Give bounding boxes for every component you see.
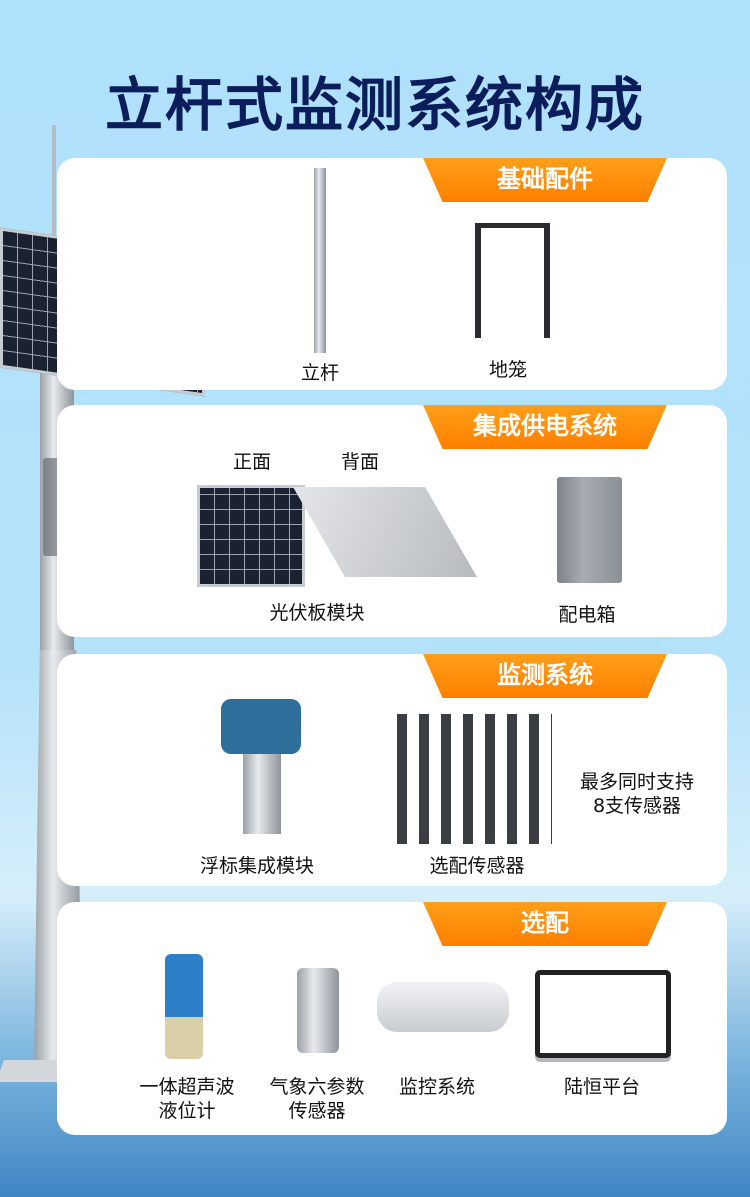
item-label: 气象六参数 bbox=[269, 1076, 365, 1098]
ground-cage-image bbox=[475, 223, 550, 338]
sensor-note-line1: 最多同时支持 bbox=[579, 771, 694, 793]
item-label: 液位计 bbox=[158, 1100, 216, 1122]
section-tab: 集成供电系统 bbox=[423, 405, 667, 449]
sensors-image bbox=[397, 714, 552, 844]
item-label: 陆恒平台 bbox=[563, 1076, 640, 1098]
item-label: 选配传感器 bbox=[429, 855, 525, 877]
item-label: 配电箱 bbox=[558, 604, 616, 626]
ultrasonic-level-meter-image bbox=[165, 954, 203, 1059]
section-basic-parts: 基础配件 立杆 地笼 bbox=[57, 158, 727, 390]
item-label: 浮标集成模块 bbox=[199, 855, 314, 877]
laptop-platform-image bbox=[535, 970, 671, 1058]
item-label: 立杆 bbox=[300, 362, 339, 384]
item-label: 传感器 bbox=[288, 1100, 346, 1122]
page-title: 立杆式监测系统构成 bbox=[104, 71, 645, 139]
distribution-box-image bbox=[557, 477, 622, 583]
solar-panel-back-image bbox=[293, 487, 477, 577]
weather-sensor-image bbox=[297, 968, 339, 1053]
buoy-probe-image bbox=[243, 754, 281, 834]
buoy-image bbox=[221, 699, 301, 754]
item-label: 一体超声波 bbox=[139, 1076, 235, 1098]
section-monitoring: 监测系统 浮标集成模块 选配传感器 最多同时支持 8支传感器 bbox=[57, 654, 727, 886]
section-power-supply: 集成供电系统 正面 背面 光伏板模块 配电箱 bbox=[57, 405, 727, 637]
pole-product-image bbox=[314, 168, 326, 353]
section-tab: 基础配件 bbox=[423, 158, 667, 202]
item-label: 背面 bbox=[340, 451, 379, 473]
section-tab: 监测系统 bbox=[423, 654, 667, 698]
solar-panel-front-image bbox=[197, 485, 305, 587]
item-label: 正面 bbox=[232, 451, 271, 473]
camera-image bbox=[377, 982, 509, 1032]
item-label: 光伏板模块 bbox=[269, 602, 365, 624]
item-label: 监控系统 bbox=[398, 1076, 475, 1098]
section-optional: 选配 一体超声波 液位计 气象六参数 传感器 监控系统 陆恒平台 bbox=[57, 902, 727, 1135]
item-label: 地笼 bbox=[488, 359, 527, 381]
section-tab: 选配 bbox=[423, 902, 667, 946]
lightning-rod-image bbox=[52, 125, 56, 245]
sensor-note-line2: 8支传感器 bbox=[592, 795, 682, 817]
